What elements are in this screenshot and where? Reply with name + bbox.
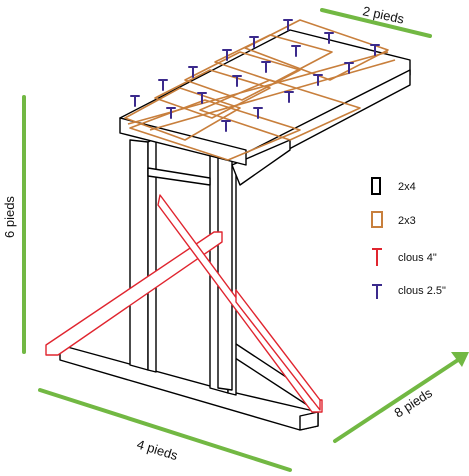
gusset-block xyxy=(231,139,291,186)
braces xyxy=(45,194,323,413)
nail-icon xyxy=(291,45,301,57)
nail-icon xyxy=(284,91,294,103)
red-nail-icon xyxy=(372,248,382,266)
slat-edge-2 xyxy=(149,59,396,131)
nail-icon xyxy=(166,107,176,119)
base-width-label: 4 pieds xyxy=(135,437,180,464)
legend-nail-4in-label: clous 4" xyxy=(398,252,437,264)
diagonal-brace-back xyxy=(235,289,321,411)
nail-icon xyxy=(232,75,242,87)
length-dimension-line xyxy=(333,356,463,443)
legend-2x3-swatch xyxy=(371,211,383,228)
base-width-dimension-line xyxy=(38,388,292,472)
nail-icon xyxy=(188,66,198,78)
slat-5 xyxy=(244,19,389,81)
legend-2x4-swatch xyxy=(371,177,381,195)
legend-nail-2-5in-label: clous 2.5" xyxy=(398,285,446,297)
nail-icon xyxy=(222,49,232,61)
dimension-lines xyxy=(22,8,469,472)
nail-icon xyxy=(249,36,259,48)
nail-icon xyxy=(221,120,231,132)
height-label: 6 pieds xyxy=(2,196,17,238)
diagonal-brace-left xyxy=(45,231,223,356)
legend-item-2x3: 2x3 xyxy=(371,211,416,228)
slat-1 xyxy=(124,87,241,141)
slat-2 xyxy=(154,69,271,119)
leg-front-left xyxy=(129,139,149,371)
nail-icon xyxy=(370,44,380,56)
crossbar-mid xyxy=(147,167,211,186)
nail-icon xyxy=(261,61,271,73)
legend-2x3-label: 2x3 xyxy=(398,215,416,227)
nail-icon xyxy=(130,95,140,107)
nail-icon xyxy=(253,107,263,119)
slat-7 xyxy=(199,79,361,141)
legend-item-2x4: 2x4 xyxy=(371,177,416,195)
nail-icon xyxy=(158,79,168,91)
nail-icon xyxy=(344,62,354,74)
legend-item-nail-2-5in: clous 2.5" xyxy=(372,284,446,299)
nail-icon xyxy=(313,74,323,86)
legend-2x4-label: 2x4 xyxy=(398,181,416,193)
nail-icon xyxy=(197,92,207,104)
legend: 2x4 2x3 clous 4" clous 2.5" xyxy=(371,177,446,299)
slat-3 xyxy=(184,51,301,101)
bottom-rail-end xyxy=(299,411,319,431)
nail-icon xyxy=(283,19,293,31)
leg-back xyxy=(217,149,233,391)
length-arrow-head-icon xyxy=(451,352,469,367)
legend-item-nail-4in: clous 4" xyxy=(372,248,437,266)
nail-icon xyxy=(324,32,334,44)
top-slats-2x3 xyxy=(124,19,396,161)
top-nails-2-5in xyxy=(130,19,380,132)
frame-2x4 xyxy=(59,29,411,431)
top-width-dimension-line xyxy=(320,8,432,38)
purple-nail-icon xyxy=(372,284,382,299)
